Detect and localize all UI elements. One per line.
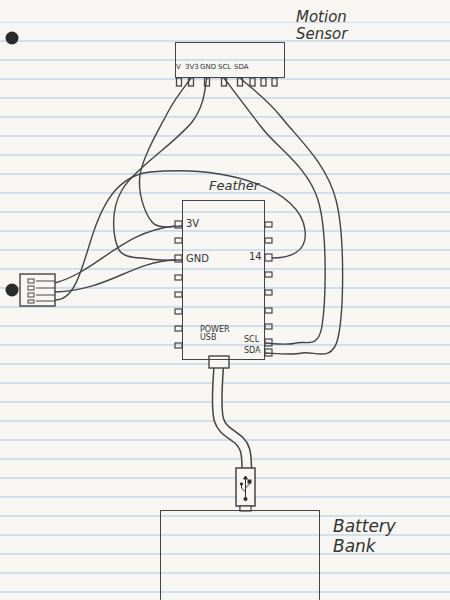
punch-hole [6,32,19,45]
wire [224,78,325,344]
connector-wires [55,171,305,300]
pin-label: GND [186,254,209,265]
pin-label: SDA [244,347,261,355]
pin-label: SCL [218,64,231,71]
node-heading: Battery Bank [333,517,403,556]
battery-bank: Battery Bank [160,510,320,600]
wire [240,78,343,354]
pin-label: 3V [186,219,199,230]
feather-pins [175,221,272,356]
punch-hole [6,284,19,297]
pin-label: SCL [244,336,259,344]
usb-port [209,356,229,368]
pin-label: 14 [249,252,262,263]
wire [139,78,191,227]
node-heading: Motion Sensor [296,9,372,44]
sensor-pins [177,78,278,86]
pin-label: SDA [234,64,249,71]
sensor-board: Motion Sensor [175,42,285,78]
jst-connector [20,274,55,306]
pin-label: V [176,64,181,71]
wire [114,78,207,260]
pin-label: GND [200,64,216,71]
pin-label: 3V3 [185,64,199,71]
ruled-lines [0,22,450,600]
pin-label: POWER USB [200,326,234,343]
usb-plug [236,468,255,511]
node-heading: Feather [209,179,289,194]
